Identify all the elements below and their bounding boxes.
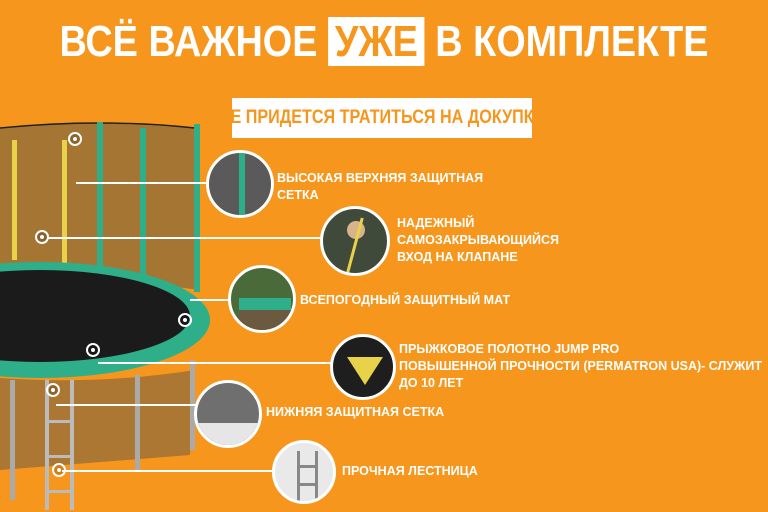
feature-label-ladder: ПРОЧНАЯ ЛЕСТНИЦА	[342, 464, 478, 478]
subtitle: НЕ ПРИДЕТСЯ ТРАТИТЬСЯ НА ДОКУПКИ	[218, 107, 546, 128]
connector-line	[56, 404, 196, 406]
connector-line	[48, 237, 326, 239]
hotspot-mat[interactable]	[178, 313, 192, 327]
hotspot-lower-net[interactable]	[46, 383, 60, 397]
lower-net-thumbnail	[194, 380, 262, 448]
connector-line	[76, 182, 210, 184]
hotspot-upper-net[interactable]	[68, 132, 82, 146]
jump-surface-thumbnail	[330, 334, 396, 400]
ladder-thumbnail	[272, 440, 336, 504]
entrance-thumbnail	[320, 206, 390, 276]
subtitle-badge: НЕ ПРИДЕТСЯ ТРАТИТЬСЯ НА ДОКУПКИ	[219, 98, 545, 138]
hotspot-jump-surface[interactable]	[86, 343, 100, 357]
title-highlight: УЖЕ	[327, 17, 425, 66]
feature-label-upper-net: ВЫСОКАЯ ВЕРХНЯЯ ЗАЩИТНАЯ СЕТКА	[277, 171, 484, 202]
hotspot-entrance[interactable]	[35, 230, 49, 244]
upper-net-thumbnail	[206, 150, 274, 218]
feature-label-lower-net: НИЖНЯЯ ЗАЩИТНАЯ СЕТКА	[266, 405, 445, 419]
title-part-2: В КОМПЛЕКТЕ	[435, 17, 709, 66]
feature-label-jump-surface: ПРЫЖКОВОЕ ПОЛОТНО JUMP PRO ПОВЫШЕННОЙ ПР…	[399, 342, 762, 390]
title-part-1: ВСЁ ВАЖНОЕ	[59, 17, 318, 66]
page-title: ВСЁ ВАЖНОЕ УЖЕ В КОМПЛЕКТЕ	[54, 10, 714, 74]
connector-line	[62, 470, 274, 472]
mat-thumbnail	[228, 265, 296, 333]
feature-label-entrance: НАДЕЖНЫЙ САМОЗАКРЫВАЮЩИЙСЯ ВХОД НА КЛАПА…	[397, 216, 559, 264]
connector-line	[190, 299, 230, 301]
feature-label-mat: ВСЕПОГОДНЫЙ ЗАЩИТНЫЙ МАТ	[300, 293, 511, 307]
connector-line	[98, 362, 333, 364]
